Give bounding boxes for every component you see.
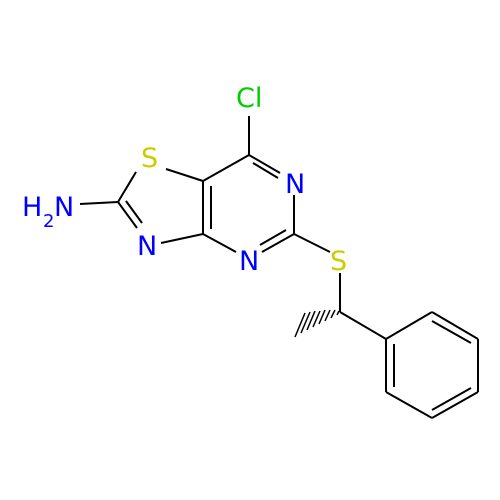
bond-c2-n-thiazole: [117, 201, 138, 229]
hashed-wedge-bond-methyl: [294, 309, 340, 338]
atom-s-ring-label: S: [141, 143, 158, 174]
atom-n-bottom-label: N: [239, 246, 259, 277]
svg-text:H: H: [22, 192, 42, 223]
svg-text:N: N: [54, 192, 74, 223]
bond-ch-ipso: [339, 311, 387, 340]
bond-c2-nh2: [79, 201, 119, 205]
bond-n-thiazole-c3a: [160, 233, 204, 244]
bond-s-ring-c2: [117, 171, 137, 203]
atom-n-top-label: N: [285, 169, 305, 200]
atom-s-thio-label: S: [330, 246, 347, 277]
atom-cl-label: Cl: [236, 83, 262, 114]
bond-c5-n-bottom-double: [259, 229, 287, 246]
bond-ph-1: [385, 311, 433, 340]
bond-n-bottom-c3a: [202, 233, 237, 253]
bond-c7-c7a: [202, 154, 250, 182]
bond-c7-n-top: [248, 154, 281, 174]
bond-c2-n-thiazole-double: [125, 200, 143, 224]
bond-c7-n-top-double: [252, 162, 279, 179]
bond-ph-4: [431, 391, 479, 419]
atom-nh2-label: H 2 N: [22, 192, 74, 232]
bond-c5-n-bottom: [261, 233, 295, 253]
bond-ph-5: [385, 391, 433, 419]
bond-c7a-s-ring: [165, 168, 204, 182]
bond-c5-s-thio: [293, 233, 331, 253]
svg-text:2: 2: [43, 211, 54, 232]
bond-ph-2-double: [431, 320, 472, 344]
bond-ph-4-double: [431, 387, 472, 411]
atom-n-thiazole-label: N: [137, 231, 157, 262]
bond-layer: [79, 116, 479, 419]
bond-ph-2: [431, 311, 479, 340]
atom-label-layer: Cl N S H 2 N N N S: [22, 83, 347, 277]
